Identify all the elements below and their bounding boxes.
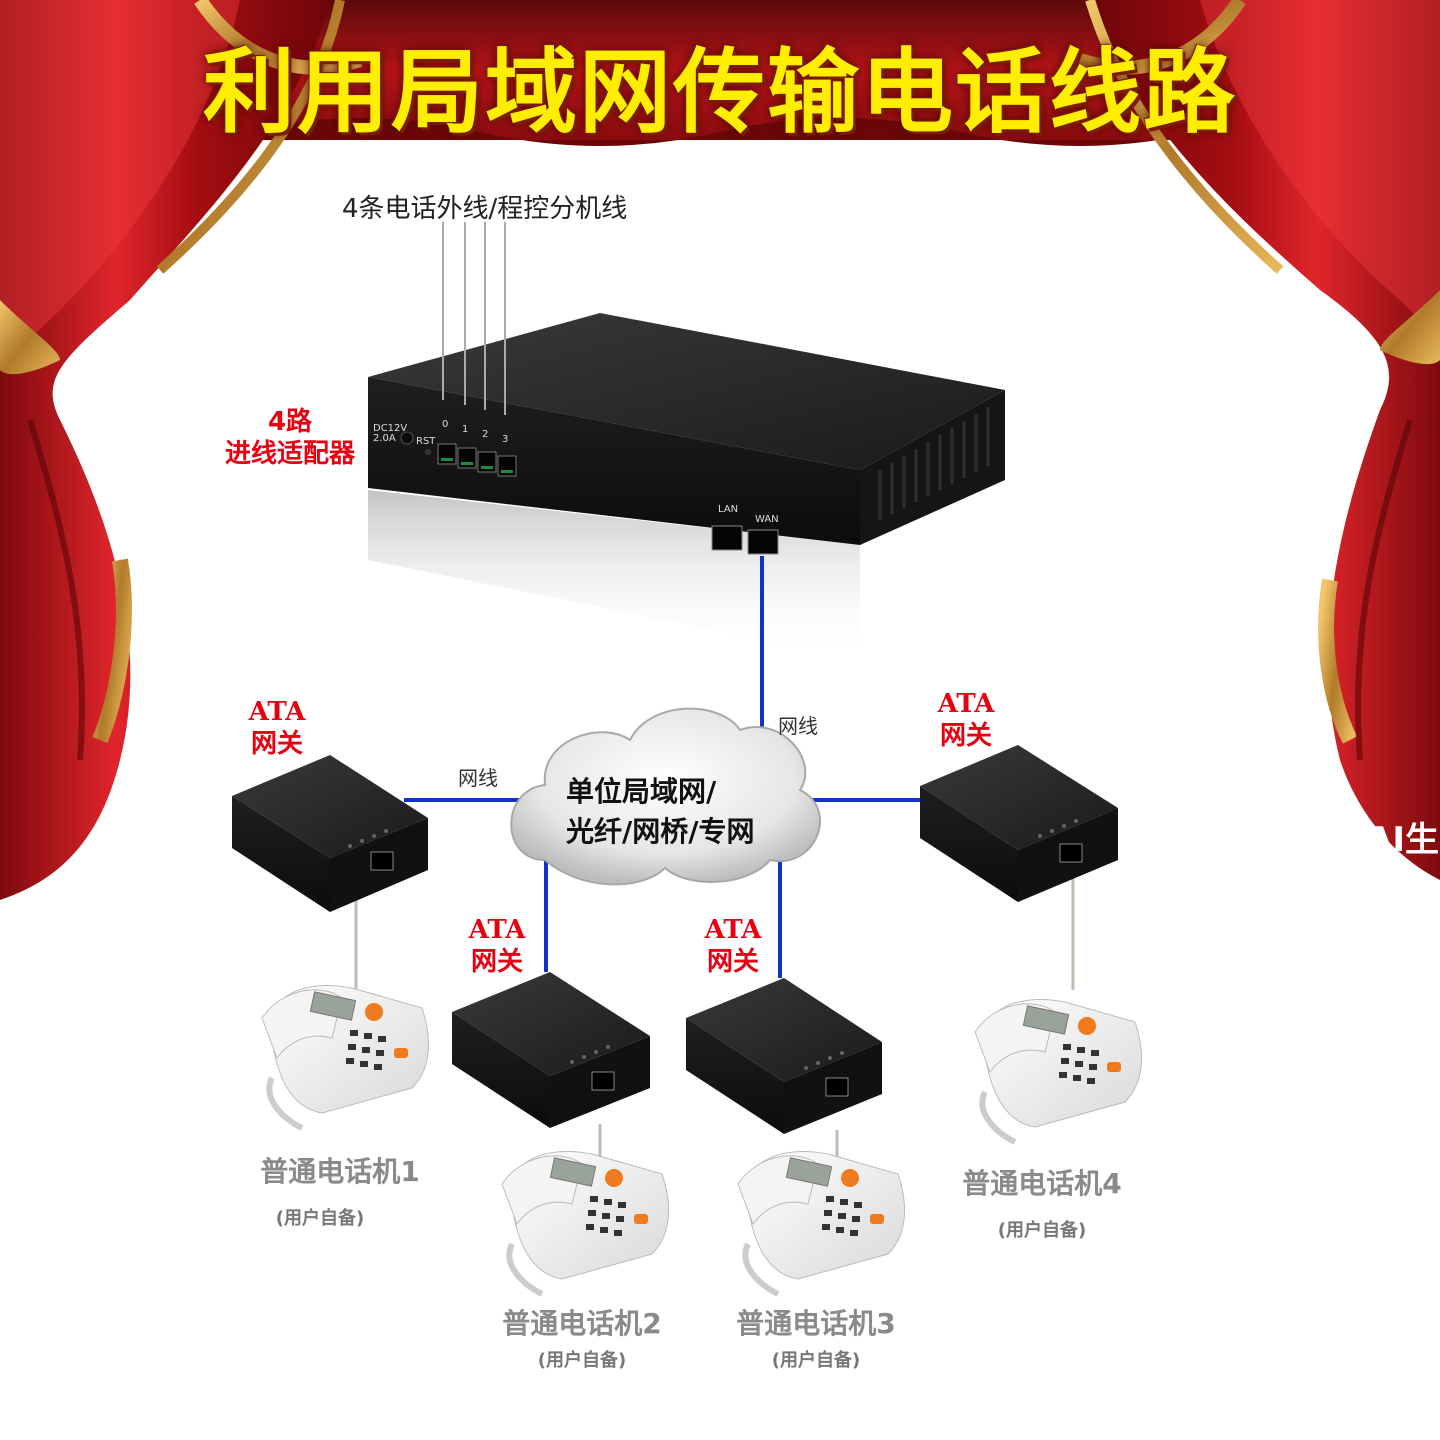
cable-label-left: 网线 (458, 766, 498, 790)
telephone-1-icon (261, 984, 430, 1131)
ata-gateway-1-device (232, 755, 428, 912)
telephone-line-leads (442, 222, 506, 415)
page-title: 利用局域网传输电话线路 (202, 39, 1237, 146)
phone-3-name: 普通电话机3 (736, 1307, 896, 1340)
edge-watermark-text: AI生 (1366, 820, 1439, 860)
gateway-2-label-line2: 网关 (470, 947, 523, 977)
fxo-port-1-label: 1 (462, 424, 469, 435)
phone-cords (354, 870, 1075, 1160)
phone-2-name: 普通电话机2 (502, 1307, 662, 1340)
gateway-2-label-line1: ATA (468, 915, 526, 945)
cloud-label-line1: 单位局域网/ (566, 775, 717, 808)
cloud-label-line2: 光纤/网桥/专网 (566, 815, 755, 848)
outside-lines-label: 4条电话外线/程控分机线 (342, 194, 628, 224)
wan-port-label: WAN (755, 514, 779, 525)
fxo-port-2-label: 2 (482, 429, 489, 440)
phone-4-name: 普通电话机4 (962, 1167, 1122, 1200)
phone-2-note: (用户自备) (537, 1350, 627, 1371)
network-cables (404, 556, 920, 978)
cable-label-top: 网线 (778, 714, 818, 738)
phone-1-note: (用户自备) (275, 1208, 365, 1229)
telephone-2-icon (501, 1150, 670, 1297)
gateway-4-label-line2: 网关 (939, 721, 992, 751)
telephone-4-icon (974, 998, 1143, 1145)
ata-gateway-2-device (452, 972, 650, 1128)
phone-4-note: (用户自备) (997, 1220, 1087, 1241)
fxo-port-3-label: 3 (502, 434, 509, 445)
gateway-1-label: ATA 网关 (232, 696, 322, 760)
gateway-4-label: ATA 网关 (921, 688, 1011, 752)
gateway-1-label-line2: 网关 (250, 729, 303, 759)
lan-port-label: LAN (718, 504, 739, 515)
curtain-left (0, 0, 363, 900)
power-port-label: DC12V 2.0A (373, 423, 408, 444)
phone-4-label: 普通电话机4 (用户自备) (932, 1162, 1152, 1242)
gateway-4-label-line1: ATA (937, 689, 995, 719)
ata-gateway-3-device (686, 978, 882, 1134)
fxo-port-0-label: 0 (442, 419, 449, 430)
phone-2-label: 普通电话机2 (用户自备) (472, 1302, 692, 1372)
phone-3-label: 普通电话机3 (用户自备) (706, 1302, 926, 1372)
fxo-port-group (437, 443, 517, 477)
gateway-2-label: ATA 网关 (452, 914, 542, 978)
ata-gateway-4-device (920, 745, 1118, 902)
gateway-3-label-line2: 网关 (706, 947, 759, 977)
gateway-3-label-line1: ATA (704, 915, 762, 945)
adapter-label: 4路 进线适配器 (200, 406, 380, 470)
phone-1-label: 普通电话机1 (用户自备) (230, 1150, 450, 1230)
adapter-label-line2: 进线适配器 (224, 439, 355, 469)
phone-1-name: 普通电话机1 (260, 1155, 420, 1188)
fxo-adapter-device (368, 313, 1005, 555)
phone-3-note: (用户自备) (771, 1350, 861, 1371)
gateway-3-label: ATA 网关 (688, 914, 778, 978)
reset-label: RST (416, 436, 436, 447)
cloud-label: 单位局域网/ 光纤/网桥/专网 (566, 772, 754, 852)
adapter-label-line1: 4路 (267, 407, 313, 437)
telephone-3-icon (737, 1150, 906, 1297)
ethernet-port-group (711, 525, 779, 555)
lan-cloud (510, 707, 821, 886)
curtain-right (1077, 0, 1440, 880)
gateway-1-label-line1: ATA (248, 697, 306, 727)
